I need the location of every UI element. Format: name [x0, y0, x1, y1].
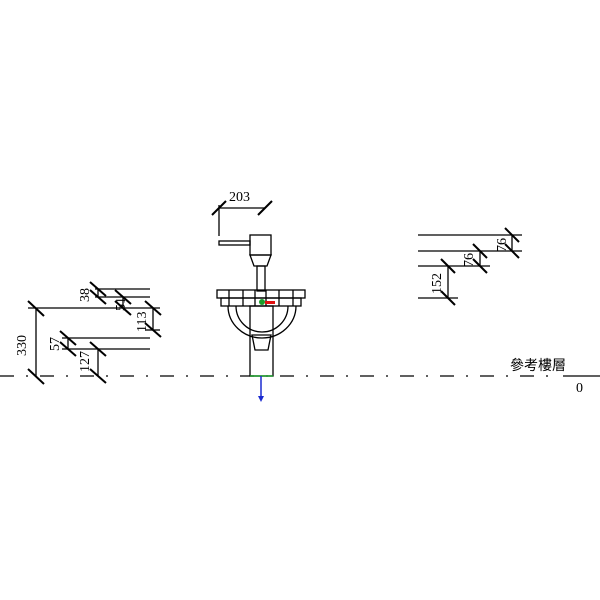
arrow-down-icon	[258, 396, 264, 402]
dim-76-top: 76	[495, 238, 510, 252]
fixture-width-dimension[interactable]: 203	[211, 190, 273, 236]
dim-38: 38	[78, 288, 93, 302]
dim-51: 51	[114, 297, 129, 311]
trap	[251, 334, 272, 351]
dim-152: 152	[430, 273, 445, 294]
origin-marker	[259, 299, 265, 305]
dim-76-mid: 76	[462, 253, 477, 267]
level-name[interactable]: 參考樓層	[510, 358, 566, 374]
dim-203: 203	[229, 190, 250, 205]
faucet-handle	[218, 240, 251, 246]
level-elevation: 0	[576, 381, 583, 396]
dim-113: 113	[135, 312, 150, 332]
dim-57: 57	[48, 337, 63, 351]
right-dimension-group[interactable]: 76 76 152	[418, 227, 522, 306]
dim-330: 330	[15, 335, 30, 356]
dim-127: 127	[78, 351, 93, 372]
connector-marker	[265, 301, 275, 304]
faucet-spout	[256, 265, 266, 292]
left-dimension-group[interactable]: 330 38 51 113 57 127	[15, 281, 162, 385]
faucet-body	[249, 234, 272, 256]
basin-bowl-outer	[227, 305, 297, 339]
pedestal-sink-fixture[interactable]	[216, 234, 306, 402]
